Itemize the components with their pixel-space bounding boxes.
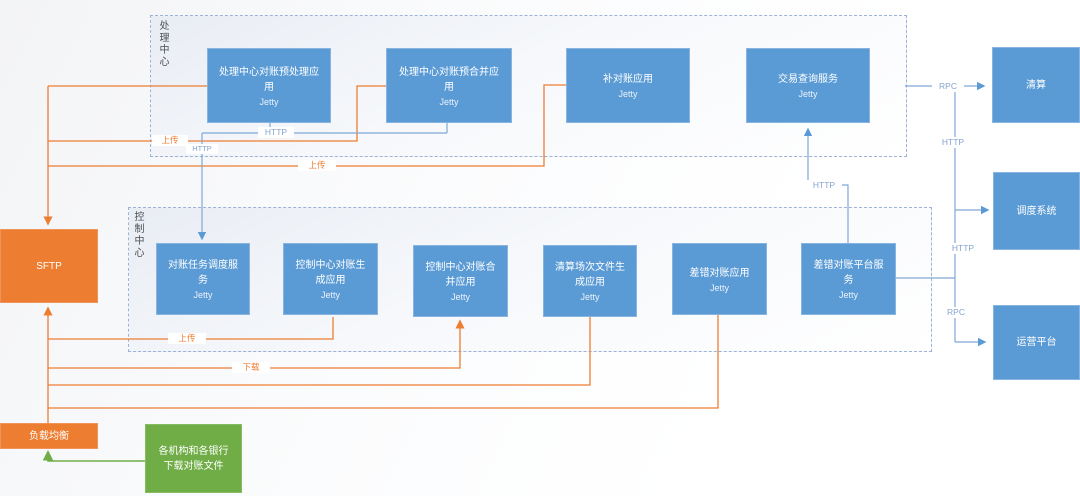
- node-title: 调度系统: [1016, 205, 1057, 217]
- node-merge-app: 控制中心对账合并应用 Jetty: [413, 245, 508, 317]
- node-generate-app: 控制中心对账生成应用 Jetty: [283, 243, 378, 315]
- control-center-label: 控制中心: [132, 211, 143, 259]
- node-task-dispatch-service: 对账任务调度服务 Jetty: [156, 243, 250, 315]
- node-title: 补对账应用: [603, 74, 653, 85]
- node-preprocess-app: 处理中心对账预处理应用 Jetty: [207, 48, 331, 123]
- node-title: 各机构和各银行下载对账文件: [158, 445, 229, 472]
- node-runtime: Jetty: [439, 96, 459, 107]
- node-sftp: SFTP: [0, 229, 98, 303]
- node-title: 负载均衡: [29, 430, 69, 442]
- node-title: 处理中心对账预合并应用: [399, 66, 499, 93]
- node-runtime: Jetty: [193, 290, 213, 300]
- node-load-balancer: 负载均衡: [0, 423, 98, 449]
- edge-label-upload-generate: 上传: [168, 333, 206, 344]
- node-ops-platform: 运营平台: [993, 305, 1080, 380]
- node-runtime: Jetty: [580, 292, 600, 302]
- edge-label-rpc-clearing: RPC: [932, 81, 964, 92]
- node-title: 清算场次文件生成应用: [555, 262, 625, 288]
- node-title: 处理中心对账预处理应用: [219, 66, 319, 93]
- node-title: 对账任务调度服务: [168, 260, 238, 286]
- node-runtime: Jetty: [798, 89, 818, 99]
- node-runtime: Jetty: [838, 290, 858, 300]
- edge-label-http-dispatch-system: HTTP: [946, 243, 980, 254]
- node-title: 控制中心对账合并应用: [425, 262, 496, 288]
- edge-label-http-error-to-query: HTTP: [806, 180, 842, 191]
- node-title: 交易查询服务: [778, 74, 838, 85]
- edge-label-rpc-ops: RPC: [940, 307, 972, 318]
- node-bank-download: 各机构和各银行下载对账文件: [145, 424, 242, 493]
- node-error-platform-service: 差错对账平台服务 Jetty: [801, 243, 896, 315]
- node-title: 差错对账应用: [689, 267, 750, 279]
- node-title: SFTP: [36, 260, 62, 272]
- edge-bank-to-load-balancer: [42, 450, 145, 462]
- node-dispatch-system: 调度系统: [993, 172, 1080, 250]
- processing-center-label: 处理中心: [157, 20, 168, 68]
- node-title: 控制中心对账生成应用: [295, 260, 366, 286]
- edge-label-http-preprocess: HTTP: [258, 127, 294, 138]
- node-runtime: Jetty: [320, 290, 340, 300]
- edge-label-upload-premerge: 上传: [152, 135, 188, 146]
- node-error-recon-app: 差错对账应用 Jetty: [672, 243, 767, 315]
- node-supplement-app: 补对账应用 Jetty: [566, 48, 690, 123]
- node-runtime: Jetty: [618, 89, 638, 99]
- node-clearing-file-app: 清算场次文件生成应用 Jetty: [543, 245, 637, 317]
- edge-label-download-merge: 下载: [232, 362, 270, 373]
- node-title: 运营平台: [1016, 337, 1057, 348]
- node-trade-query-service: 交易查询服务 Jetty: [746, 48, 870, 123]
- edge-label-http-task-dispatch: HTTP: [186, 144, 218, 154]
- node-title: 差错对账平台服务: [813, 260, 884, 286]
- edge-label-upload-supplement: 上传: [298, 160, 336, 171]
- edge-label-http-vertical: HTTP: [936, 137, 970, 148]
- node-title: 清算: [1026, 79, 1046, 91]
- node-runtime: Jetty: [450, 292, 470, 302]
- node-runtime: Jetty: [709, 282, 729, 293]
- node-premerge-app: 处理中心对账预合并应用 Jetty: [386, 48, 512, 123]
- node-runtime: Jetty: [259, 96, 279, 107]
- node-clearing-system: 清算: [992, 47, 1080, 123]
